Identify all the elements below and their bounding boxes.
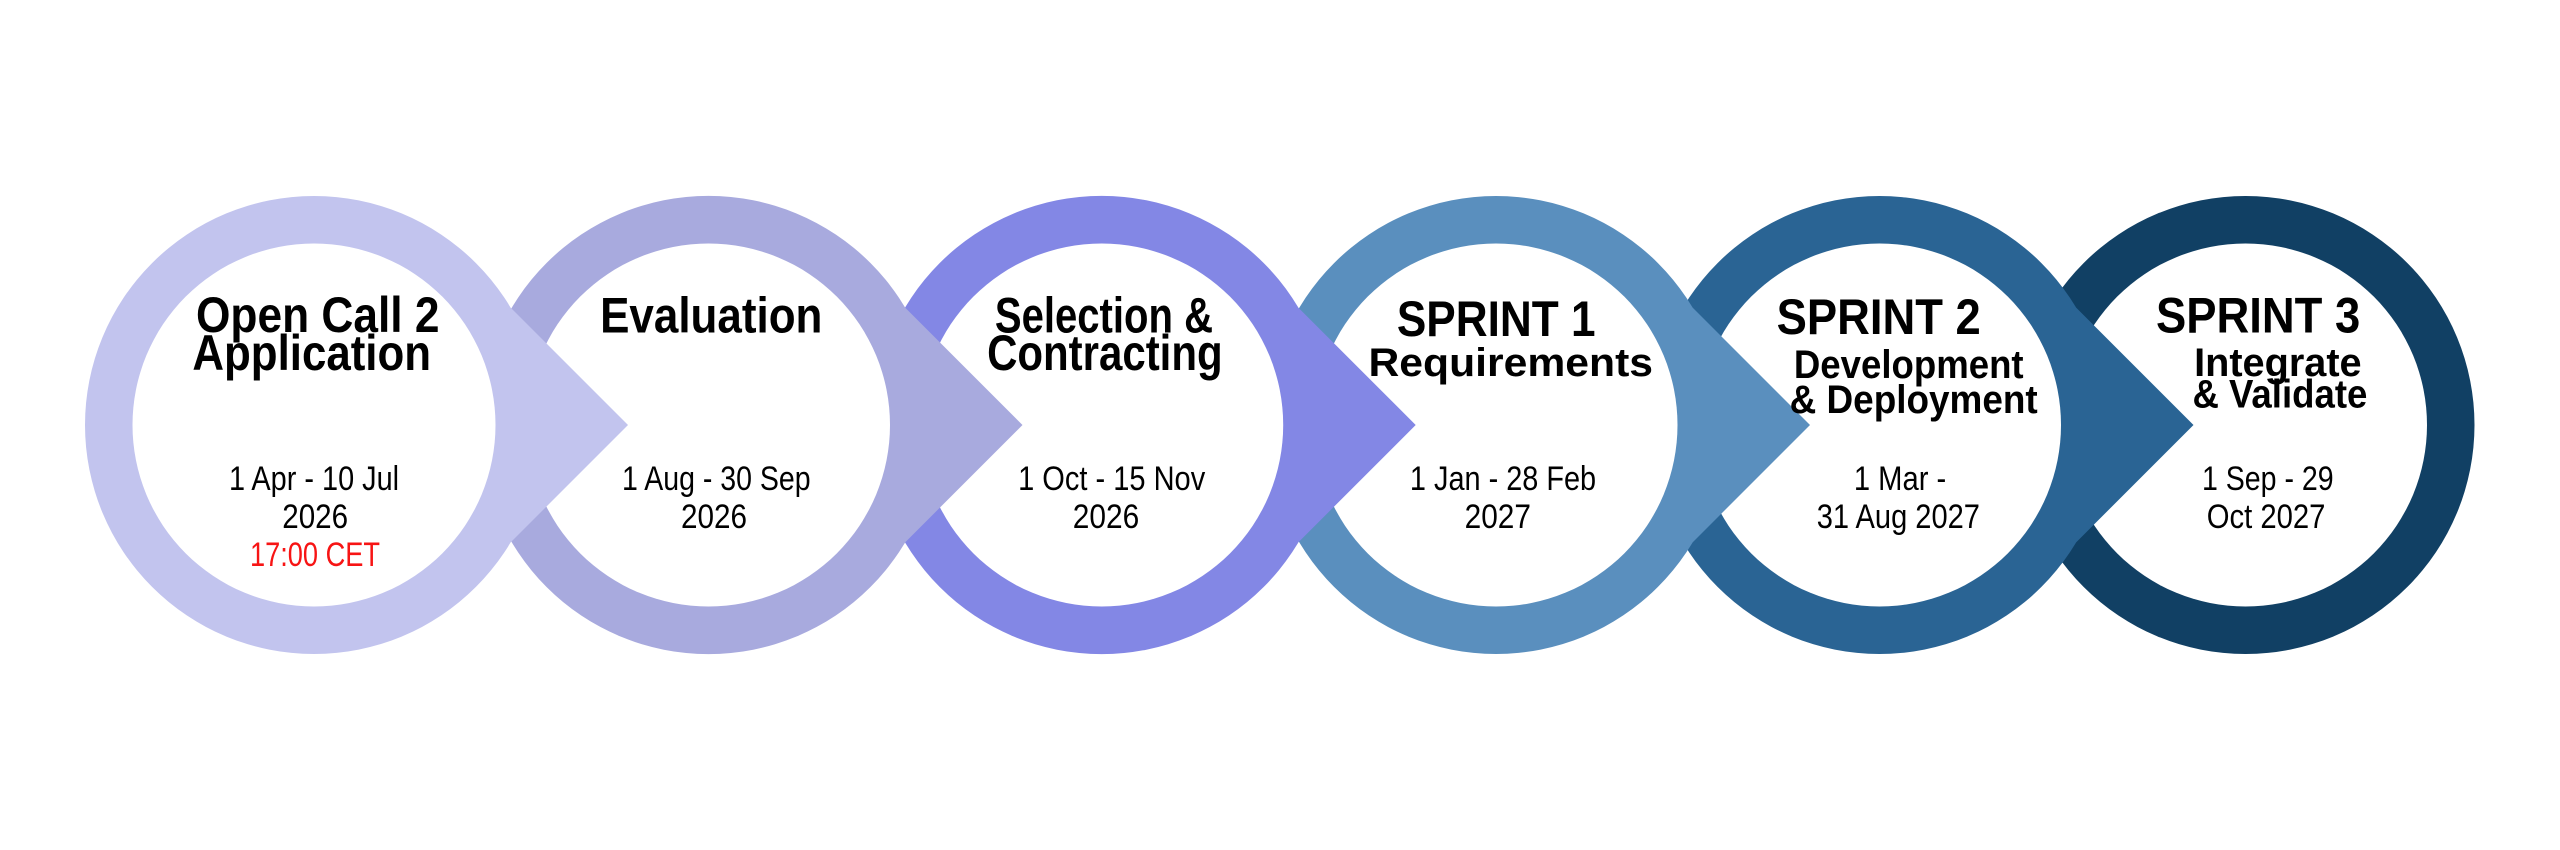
svg-text:Open Call 2: Open Call 2	[196, 288, 440, 344]
svg-text:17:00 CET: 17:00 CET	[250, 535, 380, 574]
svg-text:1 Apr - 10 Jul: 1 Apr - 10 Jul	[229, 459, 399, 498]
svg-text:Development: Development	[1794, 343, 2024, 388]
svg-text:2026: 2026	[681, 497, 747, 535]
svg-text:SPRINT 2: SPRINT 2	[1777, 290, 1981, 346]
svg-text:Requirements: Requirements	[1368, 340, 1653, 384]
svg-text:Selection &: Selection &	[995, 287, 1213, 343]
svg-text:1 Mar -: 1 Mar -	[1854, 459, 1946, 498]
svg-text:Integrate: Integrate	[2194, 341, 2362, 385]
svg-text:& Deployment: & Deployment	[1790, 378, 2038, 423]
svg-text:Application: Application	[192, 324, 431, 380]
svg-text:2026: 2026	[282, 497, 348, 535]
svg-text:1 Oct - 15 Nov: 1 Oct - 15 Nov	[1018, 459, 1205, 498]
svg-text:1 Aug - 30 Sep: 1 Aug - 30 Sep	[622, 460, 810, 498]
svg-text:1 Jan - 28 Feb: 1 Jan - 28 Feb	[1410, 459, 1596, 498]
svg-text:& Validate: & Validate	[2192, 372, 2367, 417]
svg-text:31 Aug 2027: 31 Aug 2027	[1817, 497, 1980, 536]
svg-text:Oct 2027: Oct 2027	[2207, 497, 2326, 536]
svg-text:Contracting: Contracting	[987, 325, 1223, 381]
svg-text:2026: 2026	[1073, 497, 1139, 535]
svg-text:2027: 2027	[1465, 497, 1531, 535]
svg-text:Evaluation: Evaluation	[600, 287, 822, 343]
svg-text:SPRINT 3: SPRINT 3	[2156, 289, 2360, 344]
svg-text:SPRINT 1: SPRINT 1	[1397, 290, 1596, 346]
svg-text:1 Sep - 29: 1 Sep - 29	[2202, 460, 2334, 498]
